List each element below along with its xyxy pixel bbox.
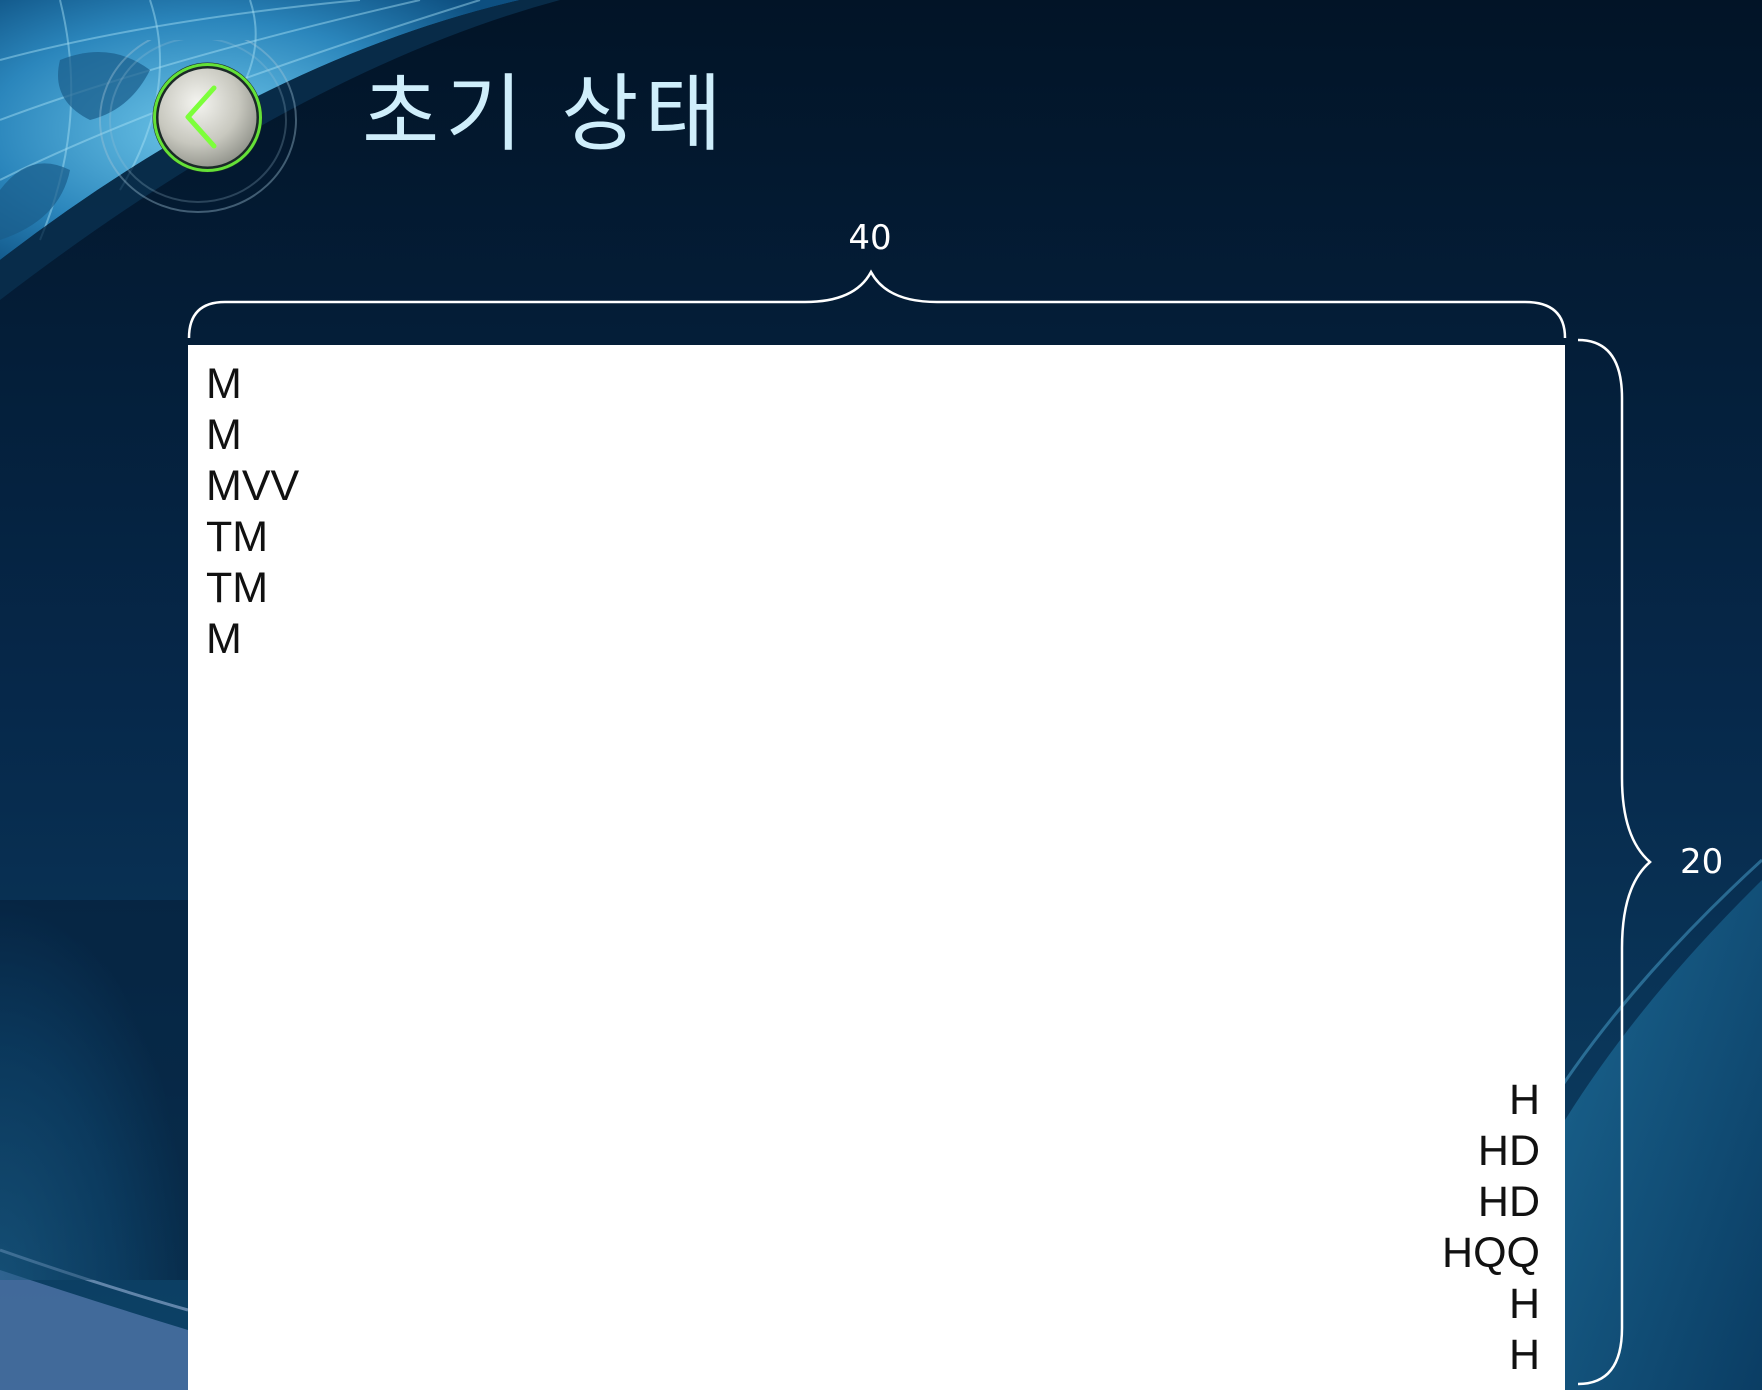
list-item: M [206, 360, 242, 408]
content-panel: M M MVV TM TM M H HD HD HQQ H H [188, 345, 1565, 1390]
list-item: H [1508, 1280, 1540, 1328]
right-column-list: H HD HD HQQ H H [1442, 1075, 1540, 1381]
list-item: HQQ [1442, 1229, 1540, 1277]
back-button[interactable] [150, 60, 265, 175]
list-item: H [1508, 1331, 1540, 1379]
width-dimension-label: 40 [848, 218, 892, 258]
left-column-list: M M MVV TM TM M [206, 359, 299, 665]
list-item: TM [206, 564, 269, 612]
list-item: MVV [206, 462, 300, 510]
height-brace [1577, 338, 1652, 1386]
list-item: TM [206, 513, 269, 561]
list-item: M [206, 615, 242, 663]
height-dimension-label: 20 [1680, 842, 1724, 882]
back-button-ring-decoration [99, 40, 297, 213]
list-item: M [206, 411, 242, 459]
list-item: HD [1477, 1178, 1540, 1226]
list-item: HD [1477, 1127, 1540, 1175]
width-brace [187, 269, 1567, 339]
list-item: H [1508, 1076, 1540, 1124]
back-arrow-icon [152, 62, 263, 173]
page-title: 초기 상태 [362, 65, 728, 163]
